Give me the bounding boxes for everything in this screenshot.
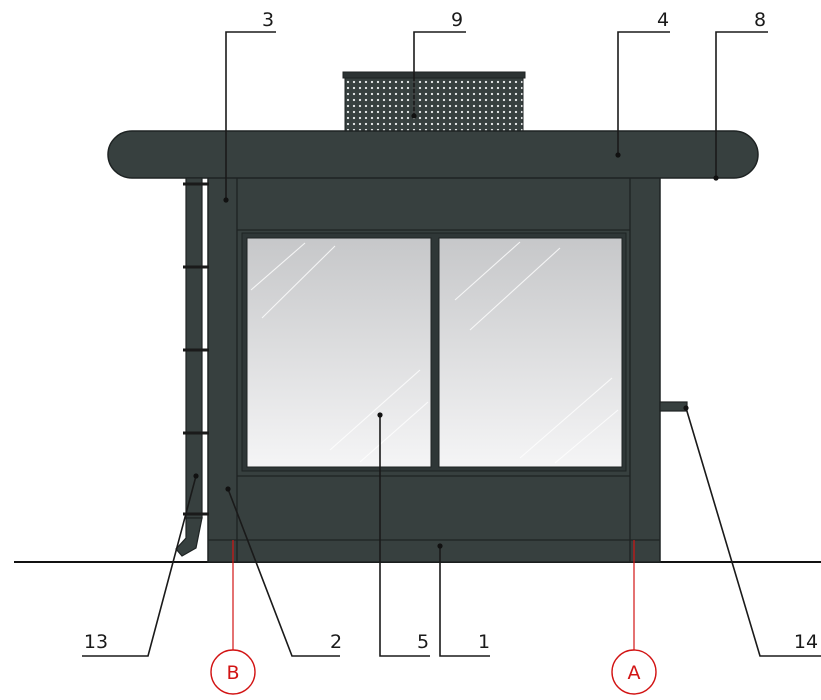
callout-label-1: 1	[478, 631, 490, 653]
callout-label-13: 13	[84, 631, 108, 653]
callout-label-5: 5	[417, 631, 429, 653]
callout-label-14: 14	[794, 631, 818, 653]
window-glass-right	[438, 237, 623, 468]
callout-4: 4	[615, 9, 670, 158]
glass-reflection-lines	[250, 241, 619, 464]
callout-14: 14	[683, 405, 821, 657]
axis-a-marker: A	[611, 540, 657, 695]
callout-8: 8	[713, 9, 768, 181]
callout-label-8: 8	[754, 9, 766, 31]
window-glass-left	[246, 237, 432, 468]
callout-5: 5	[377, 412, 430, 657]
roof-canopy	[107, 130, 759, 179]
callout-label-2: 2	[330, 631, 342, 653]
axis-label-a: A	[628, 662, 641, 684]
callout-13: 13	[82, 473, 199, 657]
callout-9: 9	[411, 9, 466, 119]
side-bracket	[659, 401, 688, 412]
callout-label-3: 3	[262, 9, 274, 31]
downpipe	[175, 177, 209, 557]
callout-3: 3	[223, 9, 276, 203]
axis-label-b: B	[226, 662, 239, 684]
callout-label-9: 9	[451, 9, 463, 31]
callout-label-4: 4	[657, 9, 669, 31]
roof-ventilation-grille	[342, 71, 526, 135]
callout-1: 1	[437, 543, 490, 657]
axis-b-marker: B	[210, 540, 256, 695]
body-frame-lines	[208, 176, 660, 562]
callout-2: 2	[225, 486, 342, 657]
